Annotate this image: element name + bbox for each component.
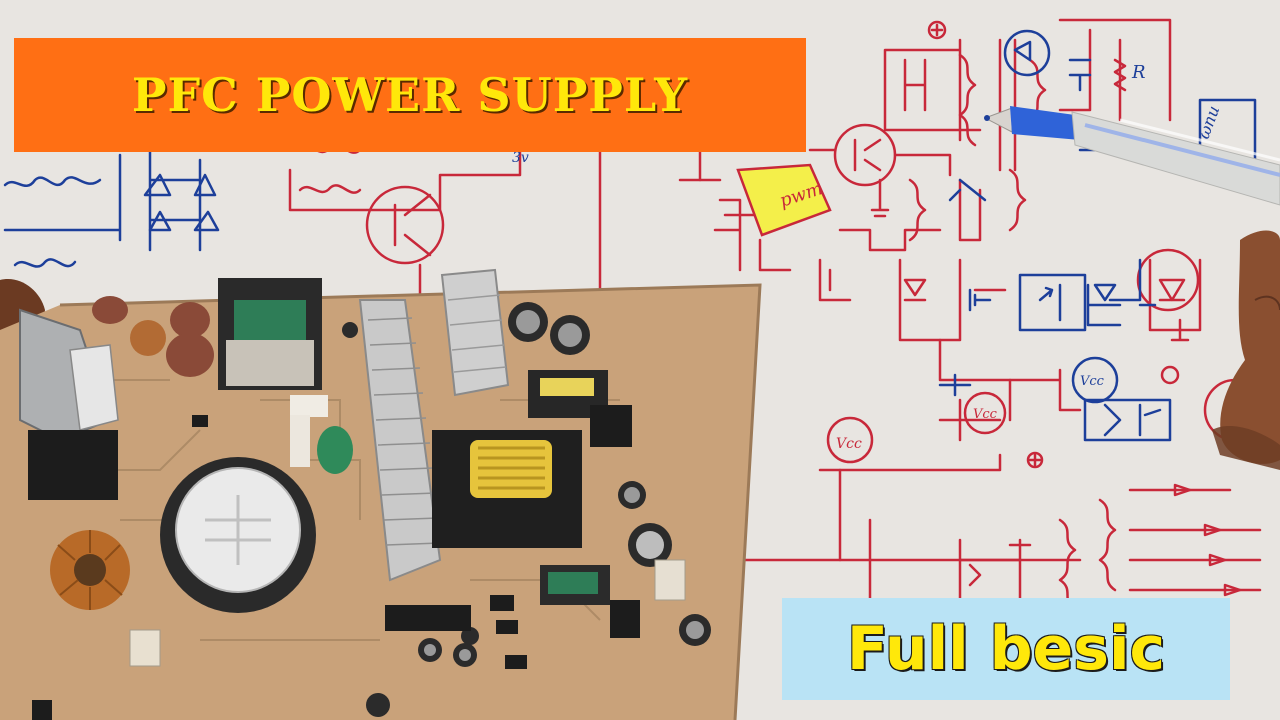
subtitle-banner: Full besic bbox=[782, 598, 1230, 700]
vcc-label-3: Vcc bbox=[1080, 374, 1105, 389]
node-label: 3v bbox=[512, 150, 529, 166]
resistor-label: R bbox=[1131, 62, 1146, 83]
ceramic-component-1 bbox=[290, 395, 328, 417]
vcc-label-2: Vcc bbox=[973, 407, 998, 422]
page-title: PFC POWER SUPPLY bbox=[131, 68, 689, 122]
pen bbox=[983, 106, 1280, 206]
subtitle-text: Full besic bbox=[846, 614, 1166, 684]
small-inductor bbox=[130, 320, 166, 356]
electrolytic-capacitors bbox=[342, 302, 711, 717]
title-banner: PFC POWER SUPPLY bbox=[14, 38, 806, 152]
hand bbox=[1220, 230, 1280, 464]
brown-components bbox=[92, 296, 214, 377]
green-capacitor bbox=[317, 426, 353, 474]
ic-chips bbox=[28, 405, 640, 669]
heat-sink-2 bbox=[440, 268, 510, 397]
ceramic-component-2 bbox=[290, 415, 310, 467]
pcb-board bbox=[0, 268, 762, 720]
vcc-label-1: Vcc bbox=[836, 436, 862, 452]
pwm-block: pwm bbox=[736, 163, 832, 237]
